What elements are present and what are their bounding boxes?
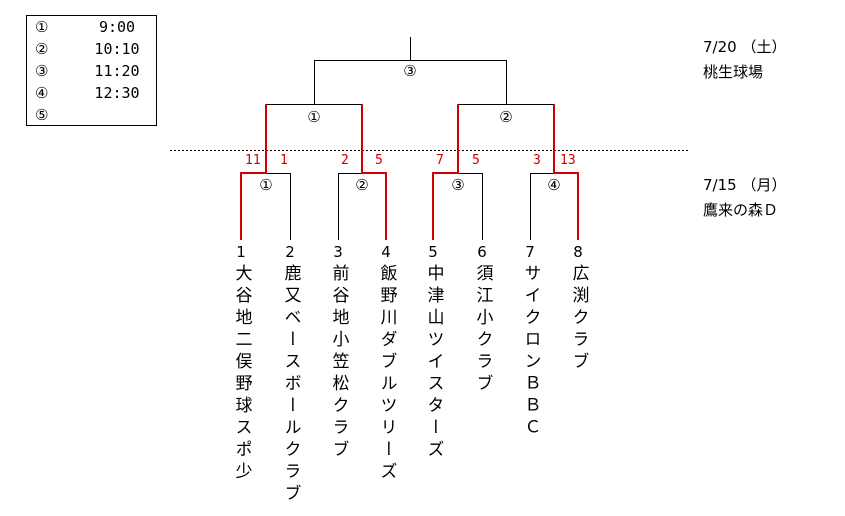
first-day-venue: 鷹来の森Ｄ (703, 201, 779, 219)
legend-time: 10:10 (94, 40, 140, 58)
score: 7 (436, 153, 444, 168)
score: 5 (472, 153, 480, 168)
legend-mark: ② (35, 40, 49, 58)
team-name: 飯野川ダブルツリーズ (376, 264, 397, 484)
semi-match-label: ② (499, 108, 513, 126)
legend-mark: ③ (35, 62, 49, 80)
semi-match-label: ① (307, 108, 321, 126)
match4-loser-line (530, 173, 554, 240)
team-seed: 6 (477, 243, 487, 261)
score: 2 (341, 153, 349, 168)
legend-mark: ① (35, 18, 49, 36)
winner-path-5 (432, 104, 459, 240)
score: 3 (533, 153, 541, 168)
round1-match-label: ④ (547, 176, 561, 194)
legend-time: 9:00 (98, 18, 136, 36)
final-day-date: 7/20 （土） (703, 38, 787, 56)
team-name: 鹿又ベースボールクラブ (280, 264, 301, 506)
team-seed: 7 (525, 243, 535, 261)
legend-time: 11:20 (94, 62, 140, 80)
winner-path-1 (240, 104, 267, 240)
team-seed: 4 (381, 243, 391, 261)
team-seed: 2 (285, 243, 295, 261)
team-name: 須江小クラブ (472, 264, 493, 396)
final-day-venue: 桃生球場 (703, 63, 764, 81)
team-name: 前谷地小笠松クラブ (328, 264, 349, 462)
first-day-date: 7/15 （月） (703, 176, 787, 194)
final-line (314, 37, 507, 104)
team-name: 中津山ツイスターズ (423, 264, 444, 462)
team-seed: 8 (573, 243, 583, 261)
legend-time: 12:30 (94, 84, 140, 102)
score: 13 (560, 153, 576, 168)
match3-loser-line (458, 173, 483, 240)
score: 1 (280, 153, 288, 168)
team-name: 大谷地二俣野球スポ少 (231, 264, 252, 484)
round1-match-label: ① (259, 176, 273, 194)
winner-path-8 (553, 104, 579, 240)
team-name: 広渕クラブ (568, 264, 589, 374)
match1-loser-line (266, 173, 291, 240)
round1-match-label: ③ (451, 176, 465, 194)
final-match-label: ③ (403, 62, 417, 80)
round1-match-label: ② (355, 176, 369, 194)
team-seed: 1 (236, 243, 246, 261)
score: 5 (375, 153, 383, 168)
legend-mark: ⑤ (35, 106, 49, 124)
team-name: サイクロンＢＢＣ (520, 264, 541, 440)
score: 11 (245, 153, 261, 168)
legend-mark: ④ (35, 84, 49, 102)
team-seed: 5 (428, 243, 438, 261)
team-seed: 3 (333, 243, 343, 261)
match2-loser-line (338, 173, 362, 240)
winner-path-4 (361, 104, 387, 240)
schedule-legend: ① 9:00 ② 10:10 ③ 11:20 ④ 12:30 ⑤ (26, 15, 157, 126)
